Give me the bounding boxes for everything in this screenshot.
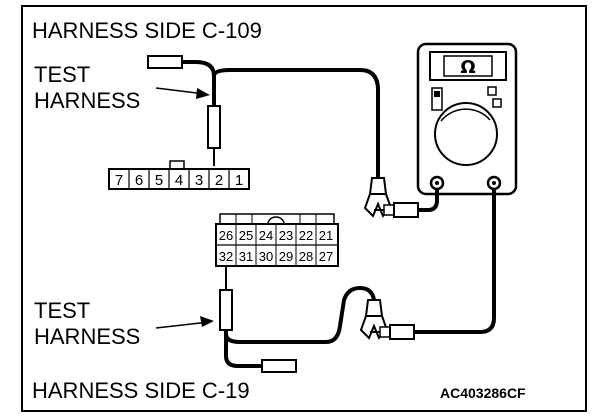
c109-pin: 4 (175, 172, 183, 189)
ohm-symbol: Ω (460, 57, 475, 78)
label-harness-bottom: HARNESS (34, 324, 140, 349)
c19-pin: 22 (299, 228, 313, 243)
title-harness-side-c19: HARNESS SIDE C-19 (32, 378, 250, 403)
connector-c19: 26 25 24 23 22 21 32 31 30 29 28 27 (215, 213, 339, 267)
connector-c109: 7 6 5 4 3 2 1 (108, 160, 250, 190)
selector-dial (434, 102, 498, 166)
c19-pin: 27 (319, 249, 333, 264)
multimeter: Ω (416, 42, 518, 196)
title-harness-side-c109: HARNESS SIDE C-109 (32, 18, 262, 43)
c19-pin: 23 (279, 228, 293, 243)
test-harness-top (147, 55, 380, 178)
c19-pin: 31 (239, 249, 253, 264)
c109-pin: 1 (235, 172, 243, 189)
c109-pin: 6 (135, 172, 143, 189)
c109-pin: 5 (155, 172, 163, 189)
c19-pin: 26 (219, 228, 233, 243)
c19-pin: 32 (219, 249, 233, 264)
c109-pin: 3 (195, 172, 203, 189)
label-test-top: TEST (34, 62, 90, 87)
probe-clip-top (363, 177, 439, 218)
c109-pin: 7 (115, 172, 123, 189)
label-test-bottom: TEST (34, 298, 90, 323)
test-harness-bottom (219, 266, 376, 373)
c19-pin: 30 (259, 249, 273, 264)
c19-pin: 29 (279, 249, 293, 264)
leader-arrow-bottom (155, 316, 214, 329)
leader-arrow-top (155, 87, 210, 99)
label-harness-top: HARNESS (34, 88, 140, 113)
c19-pin: 28 (299, 249, 313, 264)
c19-pin: 24 (259, 228, 273, 243)
c19-pin: 25 (239, 228, 253, 243)
c109-pin: 2 (215, 172, 223, 189)
probe-clip-bottom (359, 189, 496, 340)
c19-pin: 21 (319, 228, 333, 243)
figure-code: AC403286CF (440, 385, 526, 401)
